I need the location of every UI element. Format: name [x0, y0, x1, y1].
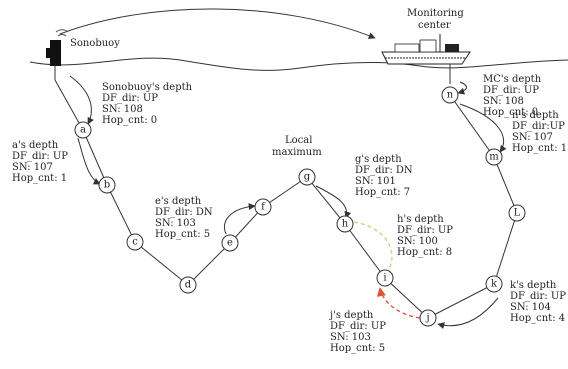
info-h-line-0: h's depth	[397, 214, 444, 225]
node-label-g: g	[304, 172, 311, 183]
node-label-L: L	[514, 208, 521, 219]
node-b	[98, 176, 116, 194]
arrow-sono-a	[69, 75, 94, 125]
node-h	[336, 215, 354, 233]
local-max-label-1: Local	[285, 135, 312, 146]
info-g-line-3: Hop_cnt: 7	[355, 187, 410, 198]
node-i	[376, 269, 394, 287]
sea-surface	[29, 57, 568, 71]
node-label-n: n	[447, 90, 454, 101]
node-label-j: j	[425, 313, 429, 324]
info-k-line-1: DF_dir: UP	[510, 291, 566, 302]
node-label-i: i	[383, 273, 386, 284]
node-d	[179, 276, 197, 294]
info-e-line-3: Hop_cnt: 5	[155, 229, 210, 240]
node-e	[221, 234, 239, 252]
arrow-g-h	[315, 185, 352, 219]
sonobuoy-icon	[46, 29, 69, 80]
info-sonobuoy-line-3: Hop_cnt: 0	[102, 115, 157, 126]
node-label-e: e	[227, 238, 233, 249]
info-e-line-0: e's depth	[155, 196, 202, 207]
monitoring-label-2: center	[418, 20, 451, 31]
info-g-line-0: g's depth	[355, 154, 402, 165]
info-j-line-2: SN: 103	[330, 332, 371, 343]
info-h-line-3: Hop_cnt: 8	[397, 247, 452, 258]
local-max-label-2: maximum	[272, 147, 322, 158]
node-label-f: f	[261, 202, 266, 213]
node-label-m: m	[489, 152, 499, 163]
ship-icon	[381, 34, 471, 84]
arrow-e-f	[224, 203, 256, 235]
info-j-line-0: j's depth	[329, 310, 374, 321]
info-h-line-2: SN: 100	[397, 236, 438, 247]
node-a	[74, 121, 92, 139]
info-e-line-2: SN: 103	[155, 218, 196, 229]
info-mc-line-2: SN: 108	[483, 96, 524, 107]
node-label-c: c	[132, 237, 138, 248]
node-label-b: b	[104, 180, 110, 191]
node-n	[441, 86, 459, 104]
arrow-mc-n	[457, 81, 467, 95]
node-c	[126, 233, 144, 251]
info-k-line-3: Hop_cnt: 4	[510, 313, 565, 324]
info-mc-line-1: DF_dir: UP	[483, 85, 539, 96]
info-a-line-1: DF_dir: UP	[12, 151, 68, 162]
node-f	[254, 198, 272, 216]
node-label-h: h	[342, 219, 349, 230]
info-n-line-2: SN: 107	[512, 132, 553, 143]
node-m	[485, 148, 503, 166]
info-mc-line-0: MC's depth	[483, 74, 542, 85]
node-group: a b c d e f g h i j k Lm n	[74, 86, 526, 327]
info-a-line-0: a's depth	[12, 140, 59, 151]
info-mc-line-3: Hop_cnt: 0	[483, 107, 538, 118]
info-k-line-2: SN: 104	[510, 302, 551, 313]
info-sonobuoy-line-1: DF_dir: UP	[102, 93, 158, 104]
dashed-i-j	[376, 287, 421, 319]
info-n-line-0: n's depth	[512, 110, 559, 121]
node-label-d: d	[185, 280, 192, 291]
node-g	[298, 168, 316, 186]
monitoring-label-1: Monitoring	[407, 8, 464, 19]
info-sonobuoy-line-0: Sonobuoy's depth	[102, 82, 193, 93]
info-h-line-1: DF_dir: UP	[397, 225, 453, 236]
info-sonobuoy-line-2: SN: 108	[102, 104, 143, 115]
info-n-line-1: DF_dir:UP	[512, 121, 565, 132]
node-j	[419, 309, 437, 327]
info-k-line-0: k's depth	[510, 280, 557, 291]
arrow-n-m	[459, 103, 507, 153]
info-a-line-2: SN: 107	[12, 162, 53, 173]
arrow-a-b	[77, 137, 101, 185]
info-e-line-1: DF_dir: DN	[155, 207, 213, 218]
info-j-line-1: DF_dir: UP	[330, 321, 386, 332]
info-g-line-2: SN: 101	[355, 176, 396, 187]
node-label-a: a	[80, 125, 86, 136]
node-L	[508, 204, 526, 222]
info-n-line-3: Hop_cnt: 1	[512, 143, 567, 154]
relay-arc	[59, 8, 376, 39]
info-j-line-3: Hop_cnt: 5	[330, 343, 385, 354]
info-a-line-3: Hop_cnt: 1	[12, 173, 67, 184]
sonobuoy-label: Sonobuoy	[70, 38, 120, 49]
node-k	[485, 275, 503, 293]
dashed-h-i	[353, 221, 393, 271]
arrow-k-j	[437, 297, 499, 330]
info-g-line-1: DF_dir: DN	[355, 165, 413, 176]
node-label-k: k	[491, 279, 498, 290]
